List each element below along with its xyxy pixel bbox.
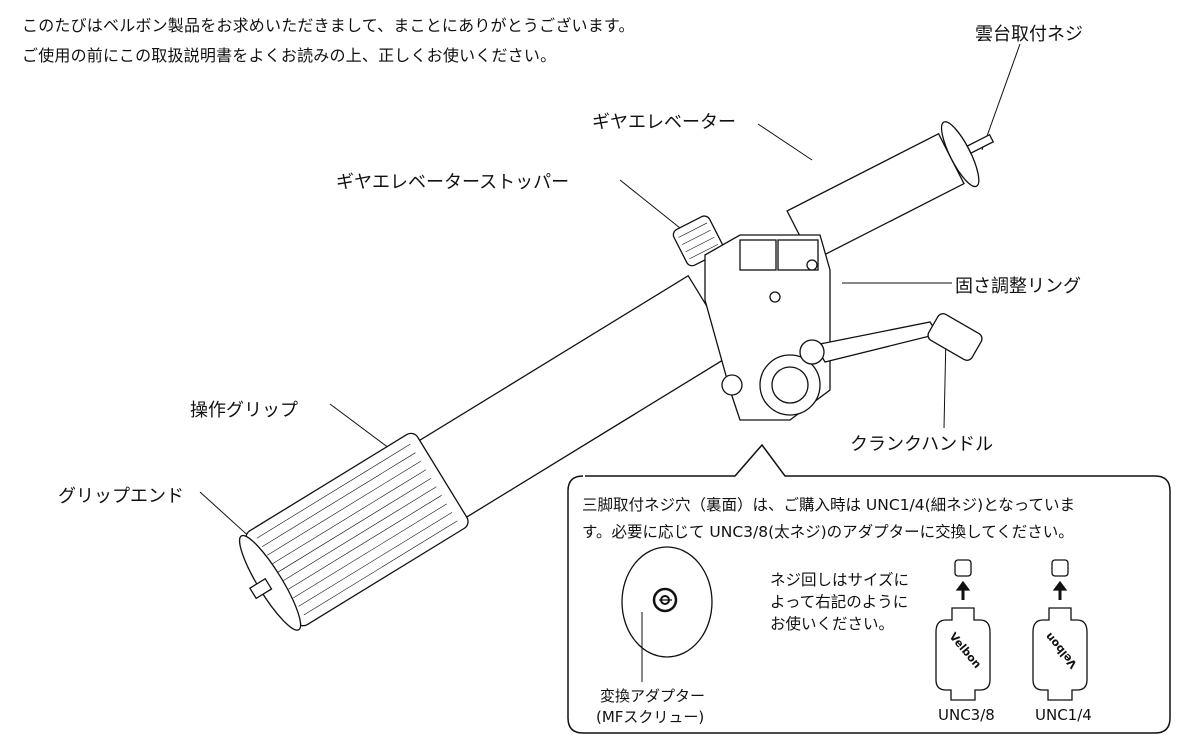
label-crank-handle: クランクハンドル [850, 434, 994, 455]
screwdriver-tool-unc38 [935, 559, 991, 701]
label-grip-end: グリップエンド [58, 486, 184, 507]
screwdriver-tool-unc14 [1032, 559, 1088, 701]
intro-line-2: ご使用の前にこの取扱説明書をよくお読みの上、正しくお使いください。 [22, 46, 557, 65]
callout-text-line-1: 三脚取付ネジ穴（裏面）は、ご購入時は UNC1/4(細ネジ)となっていま [582, 496, 1075, 514]
adapter-label-line-2: (MFスクリュー) [596, 708, 705, 726]
crank-handle [799, 313, 983, 365]
callout-note-line-3: お使いください。 [770, 615, 895, 633]
size-label-unc38: UNC3/8 [938, 706, 995, 724]
label-gear-elevator-stopper: ギヤエレベーターストッパー [336, 172, 570, 193]
intro-line-1: このたびはベルボン製品をお求めいただきまして、まことにありがとうございます。 [22, 16, 635, 35]
adapter-label-line-1: 変換アダプター [600, 687, 706, 705]
operation-grip [238, 432, 469, 631]
callout-box [567, 443, 1171, 734]
callout-note-line-1: ネジ回しはサイズに [770, 571, 910, 589]
adapter-diagram [621, 546, 713, 682]
label-head-screw: 雲台取付ネジ [975, 24, 1083, 45]
label-gear-elevator: ギヤエレベーター [592, 112, 736, 133]
label-operation-grip: 操作グリップ [190, 400, 298, 421]
head-block [704, 234, 831, 421]
callout-note-line-2: よって右記のように [770, 593, 909, 611]
callout-text-line-2: す。必要に応じて UNC3/8(太ネジ)のアダプターに交換してください。 [582, 523, 1074, 541]
label-tension-ring: 固さ調整リング [955, 276, 1081, 297]
size-label-unc14: UNC1/4 [1035, 706, 1092, 724]
